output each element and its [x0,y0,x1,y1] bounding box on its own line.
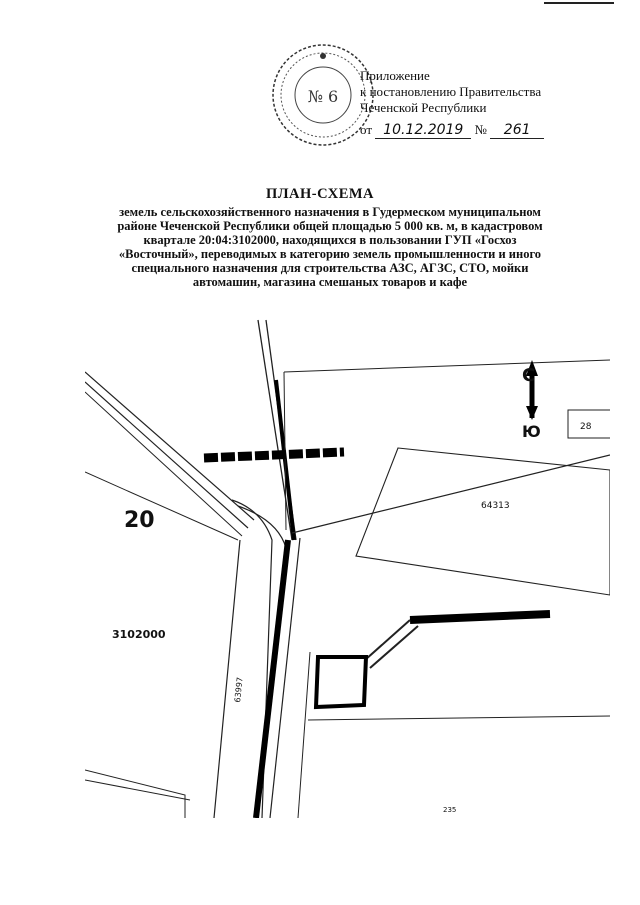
scan-artifact-line [544,2,614,4]
document-subtitle: земель сельскохозяйственного назначения … [117,205,543,289]
document-title: ПЛАН-СХЕМА [265,186,375,202]
compass-north-label: С [522,365,536,386]
seal-number: № 6 [308,87,338,106]
official-seal: № 6 [268,40,378,150]
plan-scheme-map [85,318,610,818]
access-road [369,625,419,669]
appendix-line-2: к постановлению Правительства [360,84,542,99]
boundary-line [85,381,249,529]
appendix-date-row: от 10.12.2019 № 261 [360,122,620,139]
access-road [364,619,411,661]
boundary-line [85,391,243,537]
appendix-line-1: Приложение [360,68,430,83]
road-north-edge [257,319,293,541]
road-south-edge [269,537,301,818]
handwritten-date: 10.12.2019 [375,122,472,139]
parcel-label: 64313 [481,501,510,511]
bottom-label: 235 [443,806,457,814]
field-boundary [297,651,311,818]
region-label: 20 [124,508,155,533]
field-boundary [291,454,610,534]
parcel-64313 [355,447,610,596]
settlement-name-marker [203,447,345,463]
access-road [409,610,551,624]
road-curve [231,499,273,818]
road-south-edge [213,539,241,818]
compass-arrow-tail [526,406,538,420]
date-prefix: от [360,122,373,137]
compass-south-label: Ю [522,422,541,441]
compass-arrow-head [526,360,538,376]
building-outline [567,409,610,439]
appendix-line-3: Чеченской Республики [360,100,487,115]
road-curve [237,505,287,549]
handwritten-number: 261 [490,122,545,139]
site-parcel [313,655,369,710]
boundary-line [85,471,239,541]
boundary-line [85,779,191,801]
road-south-axis [253,539,291,818]
boundary-line [85,769,186,818]
field-boundary [307,715,610,721]
number-prefix: № [474,122,487,137]
appendix-block: Приложение к постановлению Правительства… [360,68,620,139]
building-label: 28 [580,422,592,432]
boundary-line [85,371,255,521]
quarter-label: 3102000 [112,628,166,641]
field-boundary [283,359,610,373]
